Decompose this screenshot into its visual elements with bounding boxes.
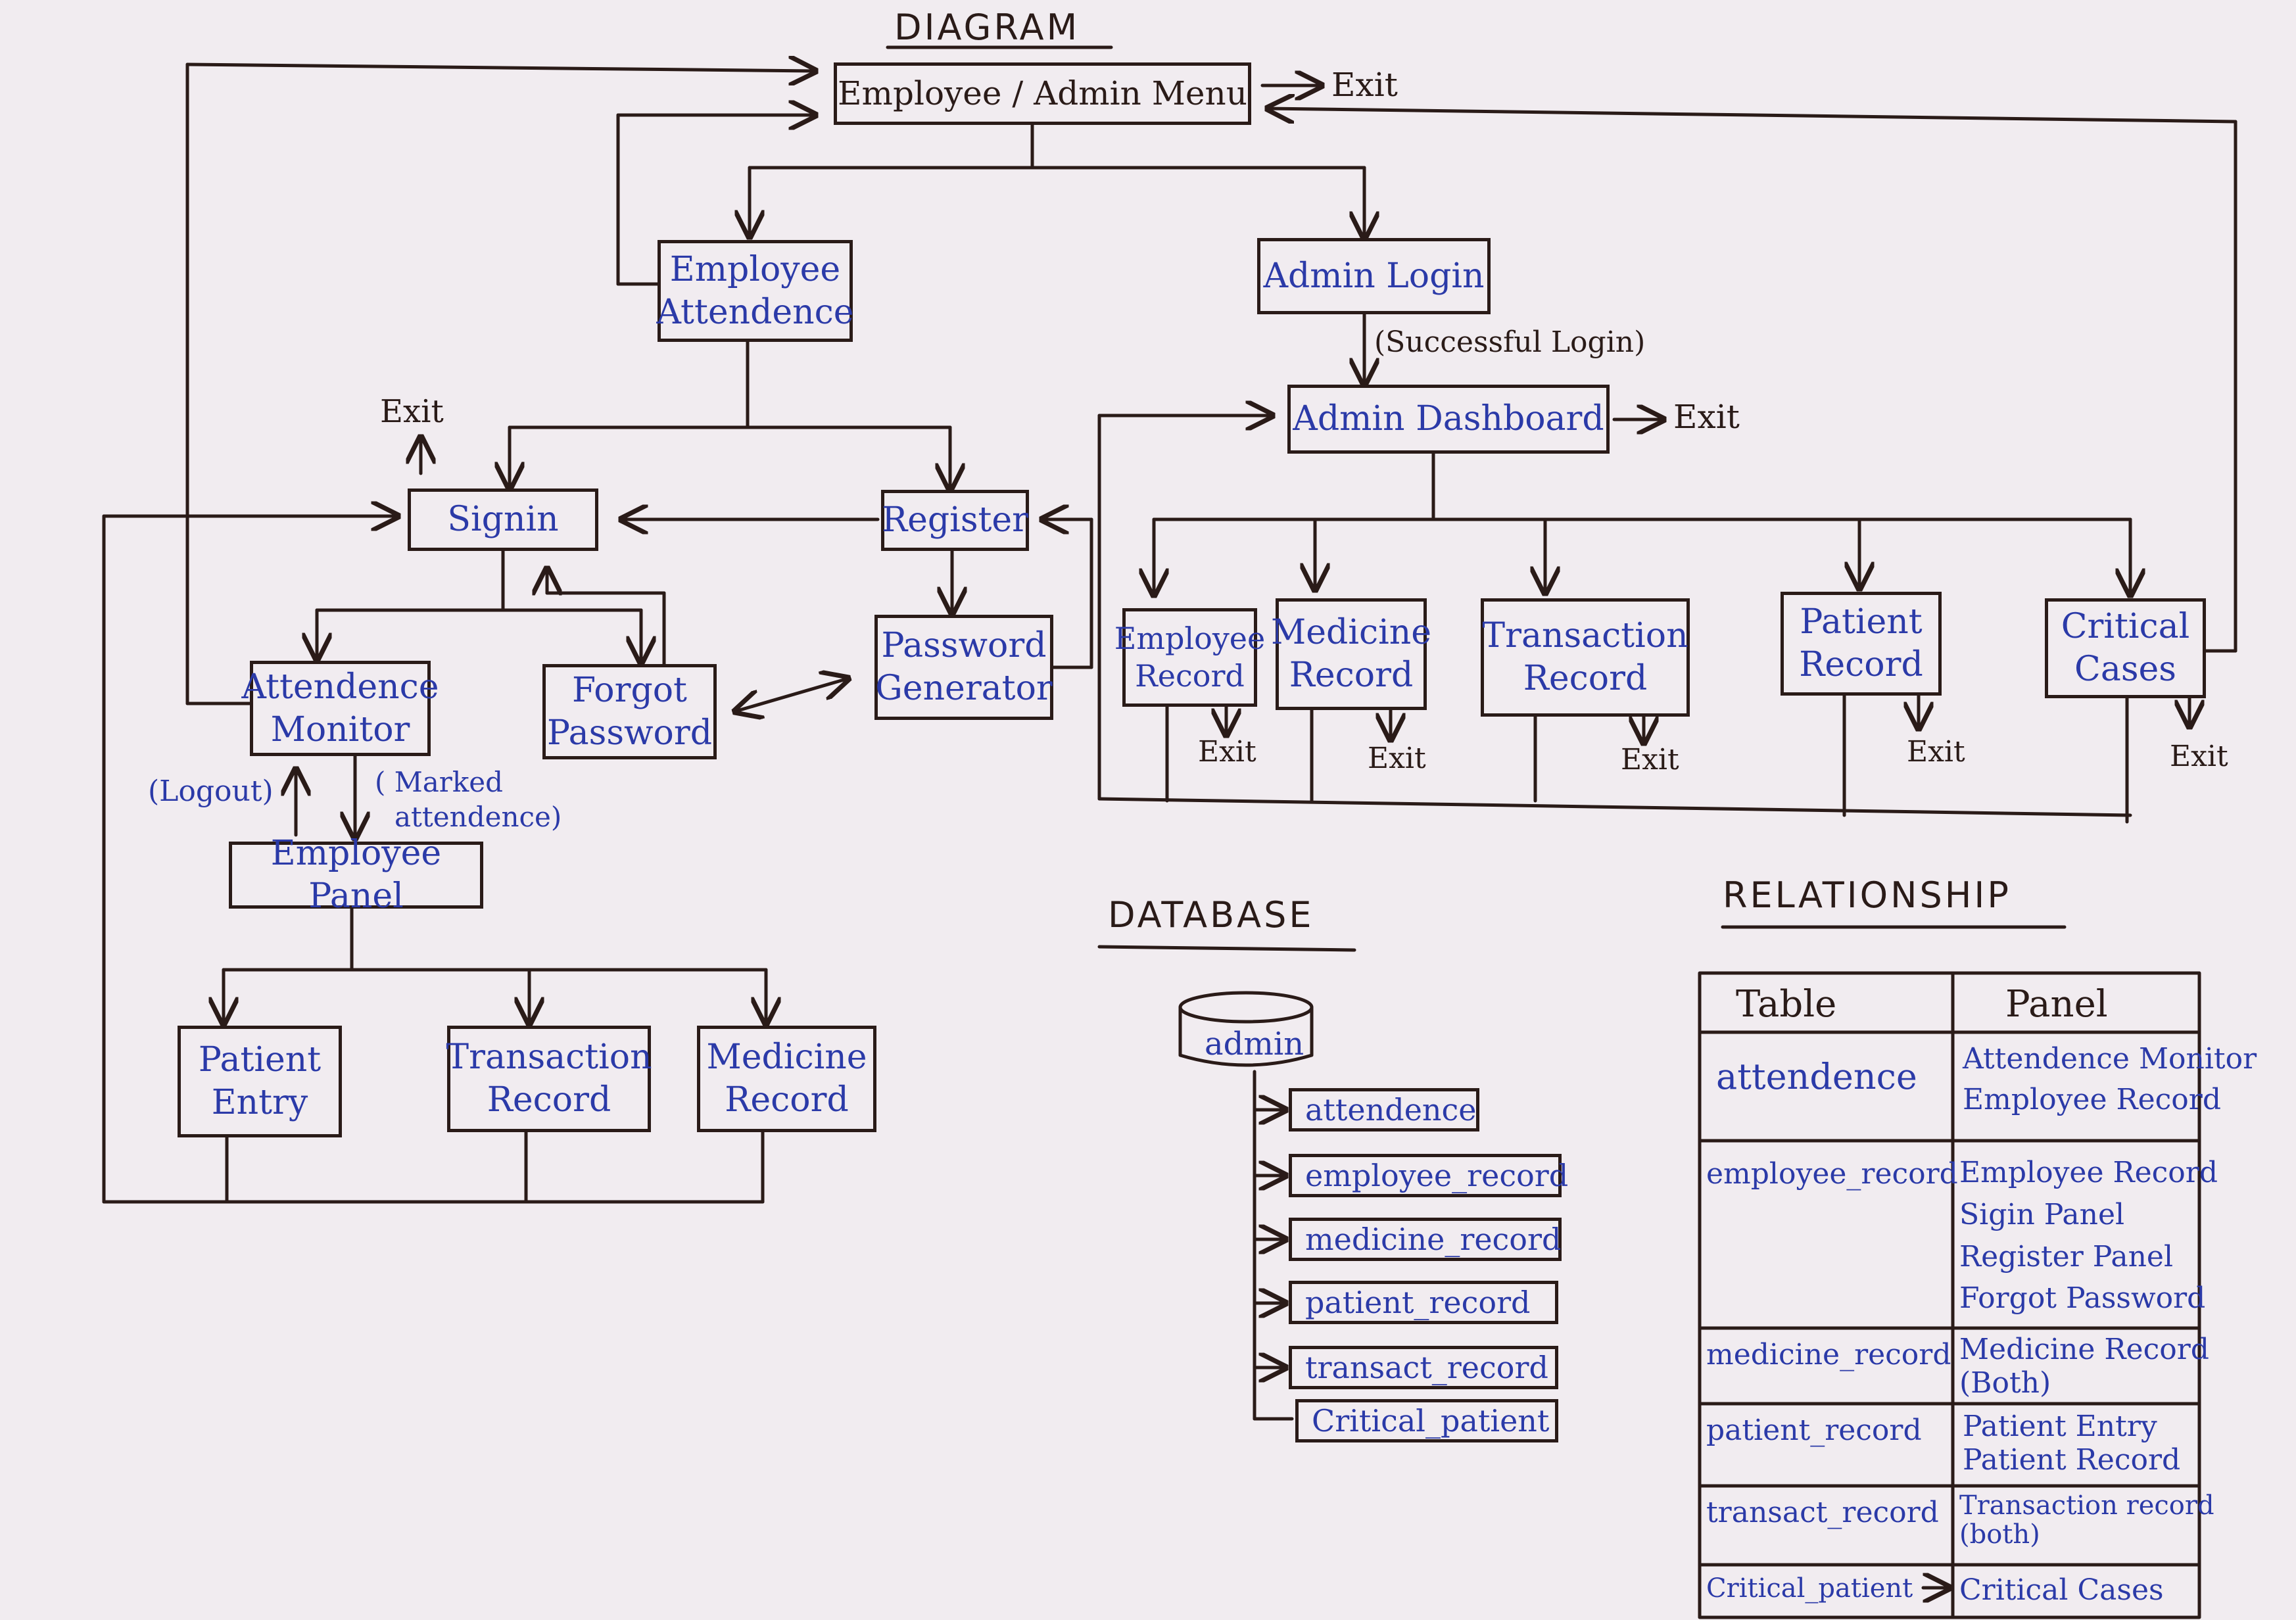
signin-node: Signin xyxy=(408,488,598,551)
db-table-employee-record: employee_record xyxy=(1289,1154,1568,1197)
relationship-row-table: transact_record xyxy=(1706,1496,1939,1529)
password-generator-line1: Password xyxy=(881,626,1047,665)
employee-panel-label: Employee Panel xyxy=(270,834,442,916)
password-generator-line2: Generator xyxy=(875,669,1053,708)
employee-attendence-line1: Employee xyxy=(669,249,841,289)
db-table-critical-patient: Critical_patient xyxy=(1295,1399,1558,1442)
relationship-panel-line: Patient Record xyxy=(1963,1442,2181,1477)
transaction-record-employee-line2: Record xyxy=(487,1080,611,1120)
patient-entry-node: Patient Entry xyxy=(178,1026,342,1137)
relationship-row-table: Critical_patient xyxy=(1706,1573,1913,1604)
relationship-panel-line: Medicine Record xyxy=(1959,1333,2209,1366)
relationship-panel-line: Patient Entry xyxy=(1963,1410,2157,1443)
relationship-panel-line: Employee Record xyxy=(1959,1156,2218,1189)
password-generator-node: Password Generator xyxy=(874,615,1053,720)
forgot-password-line1: Forgot xyxy=(572,670,687,710)
diagram-heading: DIAGRAM xyxy=(894,7,1080,48)
signin-exit-label: Exit xyxy=(380,393,444,430)
database-root-label: admin xyxy=(1205,1026,1304,1062)
relationship-panel-line: Forgot Password xyxy=(1959,1281,2206,1316)
employee-record-exit-label: Exit xyxy=(1198,735,1256,769)
medicine-record-admin-node: Medicine Record xyxy=(1271,598,1431,710)
relationship-panel-line: Employee Record xyxy=(1963,1082,2221,1116)
relationship-panel-line: (Both) xyxy=(1959,1366,2051,1400)
medicine-record-admin-line2: Record xyxy=(1289,655,1414,695)
register-label: Register xyxy=(881,500,1029,540)
relationship-header-table: Table xyxy=(1736,983,1837,1026)
relationship-row-panel: Attendence Monitor Employee Record xyxy=(1963,1039,2257,1120)
signin-label: Signin xyxy=(447,500,559,539)
marked-attendence-line2: attendence) xyxy=(395,801,562,833)
admin-login-node: Admin Login xyxy=(1257,238,1491,314)
relationship-panel-line: Register Panel xyxy=(1959,1239,2174,1274)
critical-cases-exit-label: Exit xyxy=(2170,740,2228,773)
patient-record-line1: Patient xyxy=(1800,602,1923,642)
medicine-record-employee-node: Medicine Record xyxy=(697,1026,876,1132)
db-table-medicine-record: medicine_record xyxy=(1289,1218,1562,1261)
transaction-record-admin-line2: Record xyxy=(1523,659,1648,698)
medicine-record-exit-label: Exit xyxy=(1368,742,1426,775)
employee-record-line2: Record xyxy=(1135,658,1245,694)
admin-login-label: Admin Login xyxy=(1263,256,1485,296)
menu-exit-label: Exit xyxy=(1331,66,1398,104)
relationship-row-panel: Transaction record (both) xyxy=(1959,1491,2214,1549)
relationship-panel-line: Transaction record xyxy=(1959,1490,2214,1521)
attendence-monitor-line1: Attendence xyxy=(241,667,439,707)
db-table-patient-record: patient_record xyxy=(1289,1281,1558,1324)
relationship-row-table: patient_record xyxy=(1706,1414,1922,1447)
relationship-header-panel: Panel xyxy=(2005,983,2108,1026)
admin-dashboard-label: Admin Dashboard xyxy=(1293,399,1604,439)
medicine-record-employee-line2: Record xyxy=(725,1080,849,1120)
medicine-record-admin-line1: Medicine xyxy=(1271,613,1431,652)
employee-attendence-line2: Attendence xyxy=(656,292,854,332)
medicine-record-employee-line1: Medicine xyxy=(706,1037,867,1077)
transaction-record-employee-line1: Transaction xyxy=(446,1037,652,1077)
relationship-row-panel: Patient Entry Patient Record xyxy=(1963,1410,2180,1477)
logout-label: (Logout) xyxy=(148,774,274,808)
relationship-row-panel: Critical Cases xyxy=(1959,1570,2164,1611)
relationship-row-panel: Employee Record Sigin Panel Register Pan… xyxy=(1959,1152,2218,1320)
transaction-record-employee-node: Transaction Record xyxy=(446,1026,652,1132)
employee-admin-menu-node: Employee / Admin Menu xyxy=(834,62,1251,125)
successful-login-label: (Successful Login) xyxy=(1374,325,1646,359)
employee-admin-menu-label: Employee / Admin Menu xyxy=(838,74,1247,113)
critical-cases-node: Critical Cases xyxy=(2045,598,2206,698)
employee-record-node: Employee Record xyxy=(1114,608,1265,707)
forgot-password-line2: Password xyxy=(547,713,712,753)
critical-cases-line2: Cases xyxy=(2074,650,2176,689)
attendence-monitor-line2: Monitor xyxy=(270,709,410,750)
relationship-row-table: attendence xyxy=(1716,1056,1917,1097)
relationship-row-table: employee_record xyxy=(1706,1157,1958,1191)
relationship-row-panel: Medicine Record (Both) xyxy=(1959,1333,2209,1400)
db-table-attendence: attendence xyxy=(1289,1088,1479,1132)
critical-cases-line1: Critical xyxy=(2061,607,2190,646)
employee-record-line1: Employee xyxy=(1114,620,1266,656)
relationship-panel-line: (both) xyxy=(1959,1519,2040,1550)
relationship-panel-line: Sigin Panel xyxy=(1959,1197,2125,1231)
transaction-record-exit-label: Exit xyxy=(1621,743,1679,776)
relationship-panel-line: Attendence Monitor xyxy=(1963,1042,2257,1076)
transaction-record-admin-node: Transaction Record xyxy=(1481,598,1690,717)
patient-record-node: Patient Record xyxy=(1781,592,1942,696)
patient-entry-line2: Entry xyxy=(211,1083,308,1122)
marked-attendence-line1: ( Marked xyxy=(375,766,504,798)
relationship-row-table: medicine_record xyxy=(1706,1338,1951,1371)
employee-attendence-node: Employee Attendence xyxy=(656,240,854,342)
db-table-transact-record: transact_record xyxy=(1289,1346,1558,1389)
relationship-panel-line: Critical Cases xyxy=(1959,1573,2164,1607)
forgot-password-node: Forgot Password xyxy=(542,664,717,759)
employee-panel-node: Employee Panel xyxy=(229,834,483,916)
patient-record-exit-label: Exit xyxy=(1907,735,1965,769)
dashboard-exit-label: Exit xyxy=(1673,398,1740,436)
attendence-monitor-node: Attendence Monitor xyxy=(241,661,439,756)
relationship-heading: RELATIONSHIP xyxy=(1723,874,2011,916)
patient-entry-line1: Patient xyxy=(198,1040,322,1080)
admin-dashboard-node: Admin Dashboard xyxy=(1287,385,1610,454)
database-heading: DATABASE xyxy=(1108,894,1314,936)
transaction-record-admin-line1: Transaction xyxy=(1482,616,1688,655)
register-node: Register xyxy=(881,490,1029,551)
patient-record-line2: Record xyxy=(1799,645,1923,684)
